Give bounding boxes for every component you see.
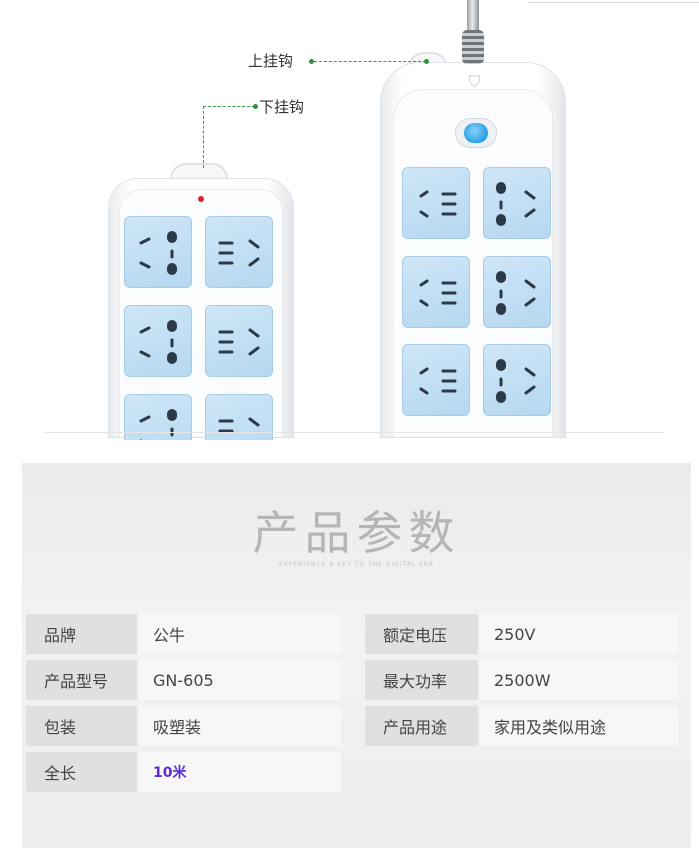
upper-hook-label: 上挂钩 [248, 52, 294, 70]
outlet-icon [205, 305, 273, 377]
callout-line-lower-h [203, 106, 255, 107]
outlet-icon [402, 256, 470, 328]
param-value: GN-605 [139, 660, 341, 700]
lower-hook-label: 下挂钩 [259, 98, 305, 116]
callout-line-upper [314, 61, 426, 62]
outlet-icon [124, 305, 192, 377]
param-value-length: 10米 [139, 752, 341, 792]
param-value: 2500W [480, 660, 678, 700]
brand-logo: ⛉ [450, 74, 500, 90]
power-switch [455, 118, 497, 148]
param-label: 产品用途 [365, 706, 478, 746]
callout-dot-icon [424, 59, 429, 64]
outlet-icon [402, 167, 470, 239]
outlet-icon [124, 216, 192, 288]
callout-dot-icon [309, 59, 314, 64]
indicator-light [198, 196, 204, 202]
cord-strain-relief [462, 30, 484, 64]
product-photo: ⛉ 上挂钩 下挂钩 [44, 0, 699, 440]
param-value: 250V [480, 614, 678, 654]
callout-line-lower-v [203, 106, 204, 168]
outlet-icon [402, 344, 470, 416]
parameters-subtitle: EXPERIENCE A KEY TO THE DIGITAL ERA [278, 561, 435, 568]
outlet-icon [124, 394, 192, 440]
param-value: 吸塑装 [139, 706, 341, 746]
outlet-icon [483, 167, 551, 239]
param-label: 全长 [26, 752, 137, 792]
outlet-icon [483, 256, 551, 328]
switch-button [464, 123, 488, 143]
param-label: 最大功率 [365, 660, 478, 700]
param-value: 家用及类似用途 [480, 706, 678, 746]
ground-line [44, 432, 664, 433]
corner-divider [528, 0, 699, 3]
param-label: 产品型号 [26, 660, 137, 700]
param-label: 额定电压 [365, 614, 478, 654]
param-value: 公牛 [139, 614, 341, 654]
parameters-title: 产品参数 [252, 506, 461, 560]
param-label: 品牌 [26, 614, 137, 654]
outlet-icon [483, 344, 551, 416]
outlet-icon [205, 216, 273, 288]
param-label: 包装 [26, 706, 137, 746]
bull-logo-icon: ⛉ [468, 72, 482, 91]
outlet-icon [205, 394, 273, 440]
parameters-section: 产品参数 EXPERIENCE A KEY TO THE DIGITAL ERA… [22, 463, 691, 848]
callout-dot-icon [253, 104, 258, 109]
